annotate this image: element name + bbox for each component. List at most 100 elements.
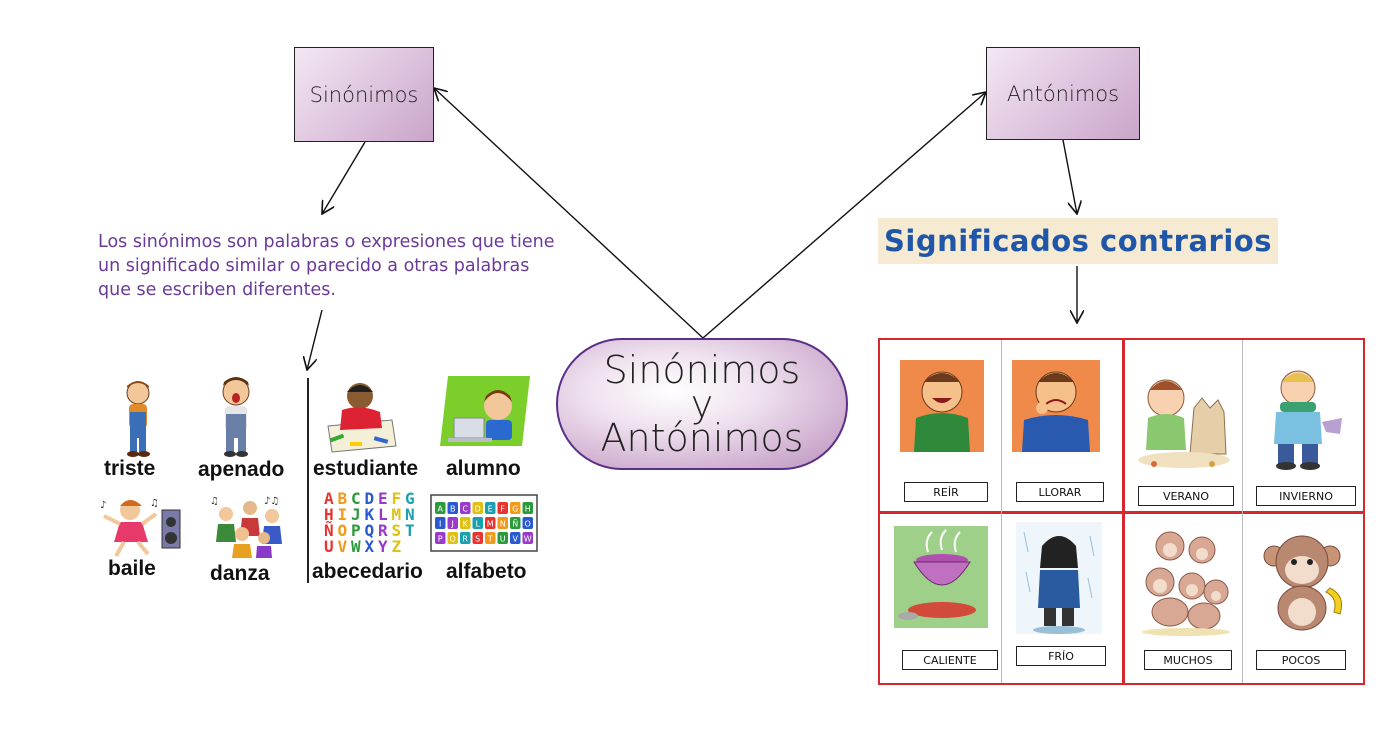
word-baile: baile — [108, 557, 156, 580]
arrow-antonimos-to-banner — [1062, 139, 1077, 214]
alphabet-tile — [435, 502, 446, 514]
label-pocos: POCOS — [1256, 650, 1346, 670]
alphabet-tile — [497, 517, 508, 529]
sandcastle-baby-illustration — [1138, 379, 1230, 468]
node-antonimos: Antónimos — [986, 47, 1140, 140]
alphabet-tile — [485, 502, 496, 514]
alphabet-tile-letter: V — [512, 535, 518, 544]
alphabet-letter: P — [351, 521, 361, 540]
svg-text:♫: ♫ — [150, 498, 159, 509]
alphabet-tile — [460, 532, 471, 544]
alphabet-tile-letter: W — [524, 535, 532, 544]
alphabet-tile — [447, 502, 458, 514]
alphabet-letter: L — [378, 505, 388, 524]
alphabet-tile-letter: P — [438, 535, 443, 544]
alphabet-tile — [447, 532, 458, 544]
alphabet-letter: W — [351, 537, 361, 556]
alphabet-tile-letter: O — [525, 520, 531, 529]
word-triste: triste — [104, 457, 156, 480]
alphabet-tile — [485, 517, 496, 529]
crying-kid-illustration — [1012, 360, 1100, 452]
alphabet-tile — [472, 502, 483, 514]
label-caliente: CALIENTE — [902, 650, 998, 670]
alphabet-letter: H — [324, 505, 334, 524]
alphabet-letter: A — [324, 490, 334, 508]
alphabet-tile-letter: M — [487, 520, 494, 529]
alphabet-tile — [510, 517, 521, 529]
alphabet-letter: I — [338, 505, 348, 524]
label-muchos: MUCHOS — [1144, 650, 1232, 670]
word-danza: danza — [210, 562, 270, 585]
laughing-kid-illustration — [900, 360, 984, 452]
alphabet-tile-letter: D — [475, 505, 481, 514]
alphabet-letter: J — [351, 505, 361, 524]
alphabet-letter: F — [392, 490, 402, 508]
alphabet-tile — [497, 532, 508, 544]
synonym-definition: Los sinónimos son palabras o expresiones… — [98, 232, 555, 300]
label-invierno: INVIERNO — [1256, 486, 1356, 506]
grid-divider-right — [1242, 340, 1243, 683]
alphabet-tile — [522, 517, 533, 529]
label-llorar: LLORAR — [1016, 482, 1104, 502]
arrow-center-to-sinonimos — [434, 88, 704, 339]
center-line-3: Antónimos — [600, 416, 804, 461]
word-apenado: apenado — [198, 458, 285, 481]
alphabet-tile-letter: R — [462, 535, 468, 544]
hot-pot-illustration — [894, 526, 988, 628]
alphabet-letter: V — [338, 537, 348, 556]
alphabet-letter: Ñ — [324, 521, 334, 540]
alphabet-tile-letter: Q — [450, 535, 456, 544]
label-verano: VERANO — [1138, 486, 1234, 506]
alphabet-letter: N — [405, 505, 415, 524]
antonym-examples-grid: REÍR LLORAR VERANO INVIERNO CALIENTE FRÍ… — [878, 338, 1365, 685]
student-laptop-illustration — [440, 376, 530, 446]
alphabet-tile — [522, 502, 533, 514]
label-frio: FRÍO — [1016, 646, 1106, 666]
alphabet-tile — [522, 532, 533, 544]
svg-text:♪♫: ♪♫ — [264, 496, 279, 507]
winter-kid-illustration — [1274, 370, 1342, 470]
student-drawing-illustration — [327, 383, 397, 453]
alphabet-letter: S — [392, 521, 402, 540]
center-line-2: y — [690, 381, 714, 426]
word-estudiante: estudiante — [313, 457, 419, 480]
svg-text:♪: ♪ — [100, 500, 106, 511]
node-sinonimos: Sinónimos — [294, 47, 434, 142]
alphabet-tile-letter: K — [463, 520, 469, 529]
label-reir: REÍR — [904, 482, 988, 502]
alphabet-tile-letter: H — [525, 505, 531, 514]
grid-divider-left — [1001, 340, 1002, 683]
alphabet-letter: Z — [392, 537, 402, 556]
word-abecedario: abecedario — [312, 560, 423, 583]
alphabet-tile-letter: C — [462, 505, 468, 514]
alphabet-tile — [435, 517, 446, 529]
one-monkey-illustration — [1263, 535, 1343, 631]
node-center: Sinónimos y Antónimos — [556, 338, 848, 470]
alphabet-tile — [460, 517, 471, 529]
alphabet-tile — [435, 532, 446, 544]
arrow-sinonimos-to-definition — [322, 141, 366, 214]
alphabet-letter: T — [405, 521, 415, 540]
alphabet-letter: B — [338, 490, 348, 508]
alphabet-letter: D — [365, 490, 375, 508]
many-monkeys-illustration — [1142, 531, 1230, 636]
word-alumno: alumno — [446, 457, 521, 480]
alphabet-tile-letter: N — [500, 520, 506, 529]
svg-text:♫: ♫ — [210, 496, 219, 507]
alphabet-tile-letter: E — [488, 505, 493, 514]
alphabet-letter: M — [392, 505, 402, 524]
alphabet-letter: U — [324, 537, 334, 556]
alphabet-letter: Q — [365, 521, 375, 540]
alphabet-tile-letter: G — [512, 505, 518, 514]
alphabet-letter: O — [338, 521, 348, 540]
center-line-1: Sinónimos — [603, 347, 801, 392]
alphabet-tile-letter: U — [500, 535, 506, 544]
alphabet-tile-letter: Ñ — [512, 519, 518, 529]
alphabet-tile — [460, 502, 471, 514]
alphabet-tile — [447, 517, 458, 529]
alphabet-tile — [510, 502, 521, 514]
word-alfabeto: alfabeto — [446, 560, 527, 583]
